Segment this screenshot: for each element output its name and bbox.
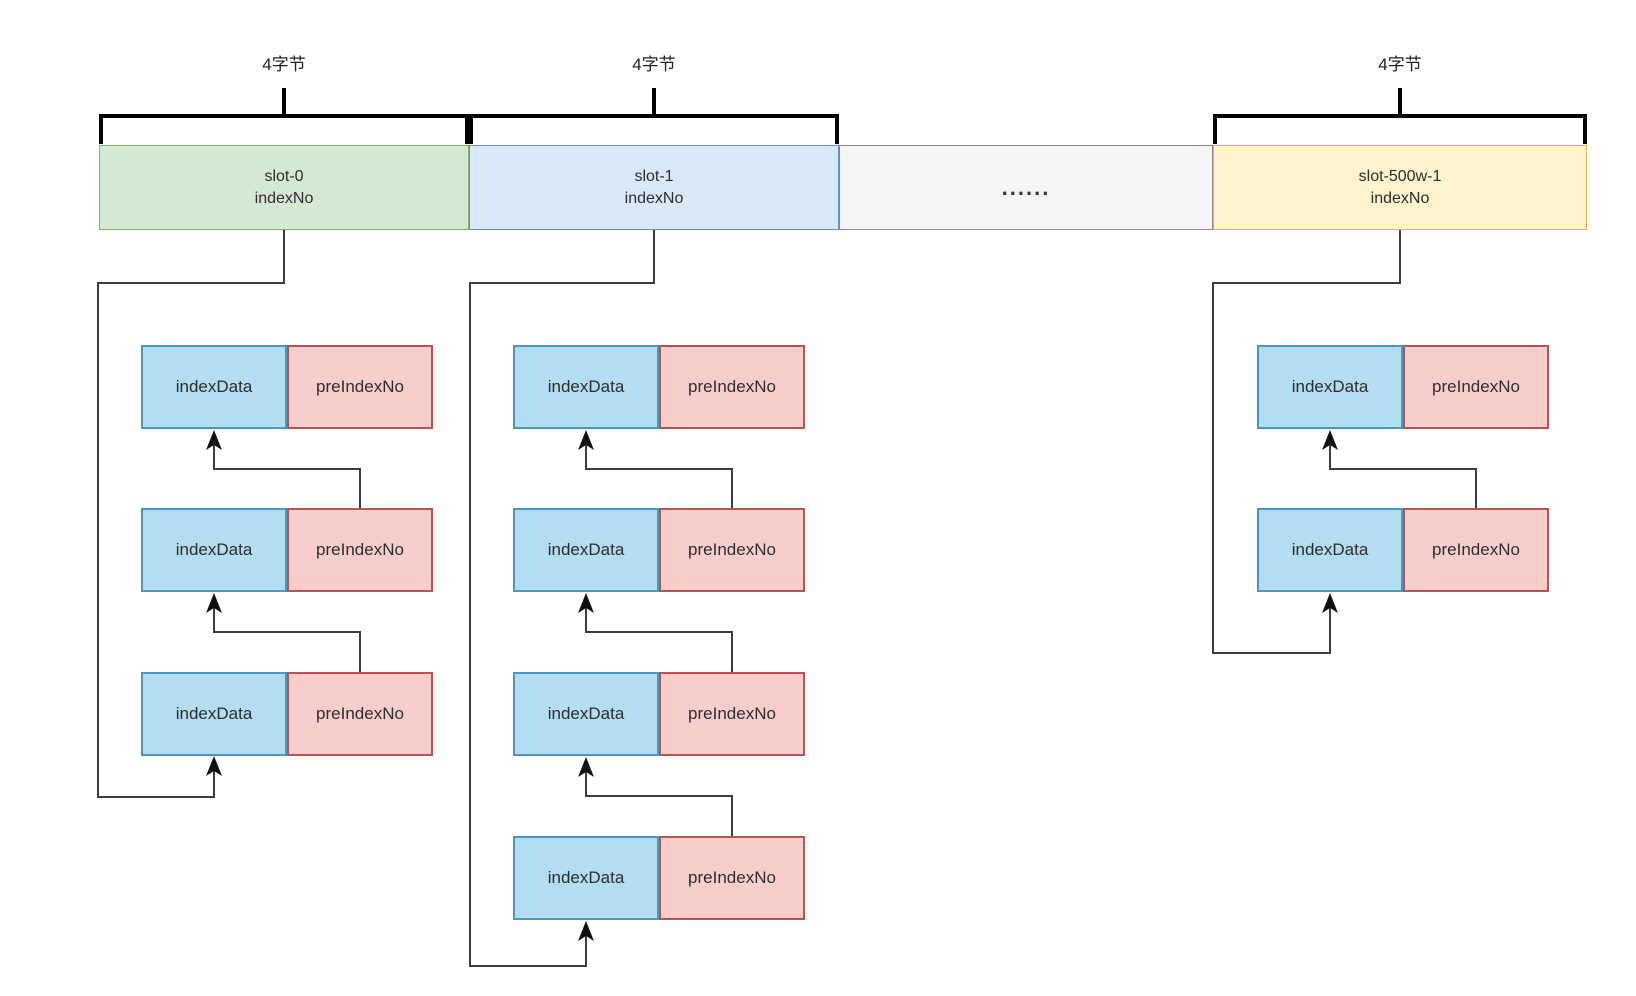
index-data-cell: indexData [141,508,287,592]
index-data-cell: indexData [1257,508,1403,592]
slot-field: indexNo [1370,189,1430,207]
index-entry: indexData preIndexNo [513,345,805,429]
index-entry: indexData preIndexNo [1257,508,1549,592]
byte-width-label: 4字节 [1378,55,1422,74]
slot-ellipsis-box: ...... [839,145,1213,230]
pre-index-no-cell: preIndexNo [659,508,805,592]
pre-index-no-cell: preIndexNo [1403,508,1549,592]
index-data-cell: indexData [141,345,287,429]
index-entry: indexData preIndexNo [513,836,805,920]
index-data-cell: indexData [513,345,659,429]
ellipsis-label: ...... [1001,174,1051,200]
index-data-cell: indexData [1257,345,1403,429]
index-data-cell: indexData [513,508,659,592]
pre-index-no-cell: preIndexNo [287,672,433,756]
index-entry: indexData preIndexNo [141,672,433,756]
slot-field: indexNo [624,189,684,207]
pre-index-no-cell: preIndexNo [659,672,805,756]
arrow-up-icon [206,430,1338,941]
index-entry: indexData preIndexNo [141,508,433,592]
connector [97,230,1477,967]
slot-name: slot-0 [264,167,304,185]
index-data-cell: indexData [513,836,659,920]
index-entry: indexData preIndexNo [1257,345,1549,429]
byte-width-bracket [99,88,1587,144]
index-data-cell: indexData [141,672,287,756]
pre-index-no-cell: preIndexNo [659,345,805,429]
slot-name: slot-500w-1 [1358,167,1442,185]
byte-width-label: 4字节 [262,55,306,74]
slot-field: indexNo [254,189,314,207]
index-entry: indexData preIndexNo [141,345,433,429]
pre-index-no-cell: preIndexNo [287,345,433,429]
index-data-cell: indexData [513,672,659,756]
byte-width-label: 4字节 [632,55,676,74]
slot-0-box: slot-0 indexNo [99,145,469,230]
slot-name: slot-1 [634,167,674,185]
pre-index-no-cell: preIndexNo [287,508,433,592]
index-entry: indexData preIndexNo [513,508,805,592]
pre-index-no-cell: preIndexNo [659,836,805,920]
slot-1-box: slot-1 indexNo [469,145,839,230]
pre-index-no-cell: preIndexNo [1403,345,1549,429]
index-entry: indexData preIndexNo [513,672,805,756]
slot-500w-1-box: slot-500w-1 indexNo [1213,145,1587,230]
